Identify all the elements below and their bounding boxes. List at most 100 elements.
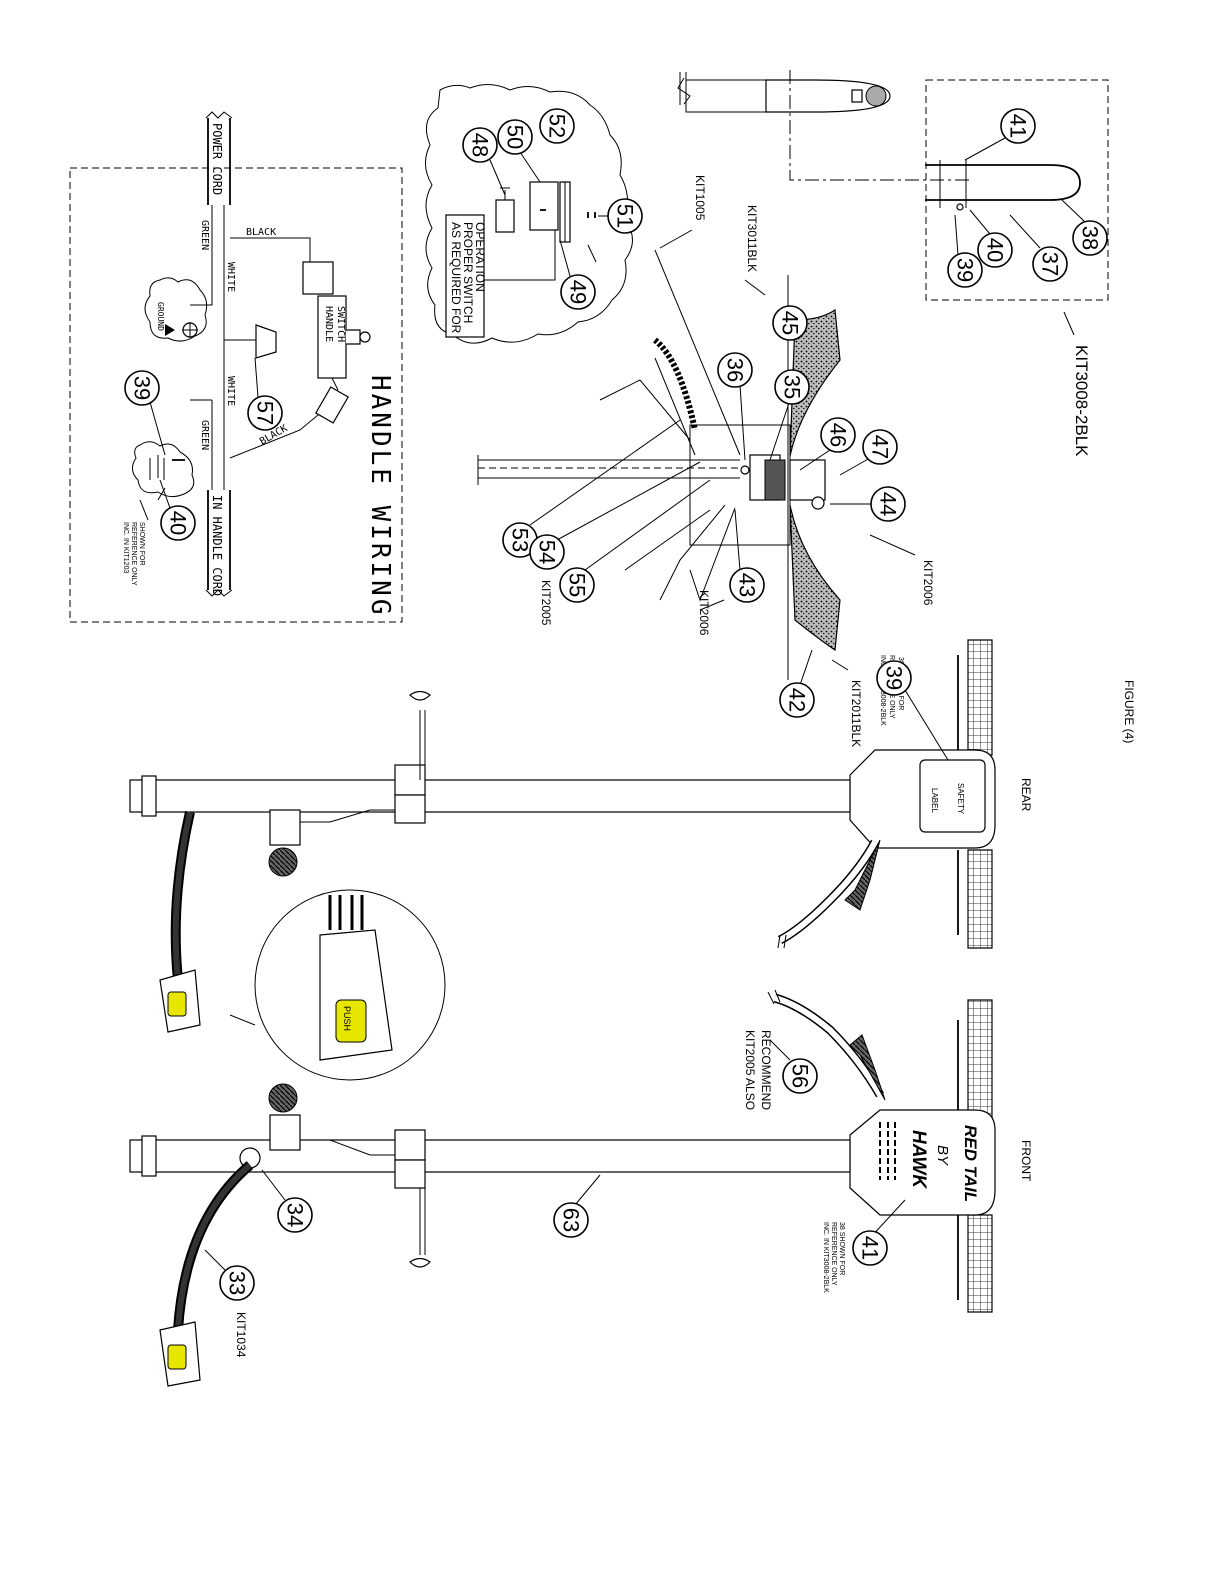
part-balloon-54: 54 (529, 461, 701, 570)
ref41-note-3: INC. IN KIT3008-2BLK (822, 1222, 829, 1293)
balloon-number: 57 (253, 401, 278, 425)
balloon-circle (1032, 246, 1068, 282)
leader-line (1061, 199, 1086, 223)
leader-line (839, 457, 871, 476)
part-balloon-41: 41 (964, 108, 1036, 161)
balloon-circle (862, 429, 898, 465)
front-view-label: FRONT (1019, 1140, 1033, 1182)
balloon-number: 56 (788, 1064, 813, 1088)
part-balloon-53: 53 (502, 419, 681, 558)
part-balloon-39: 39 (124, 370, 166, 456)
balloon-number: 39 (882, 666, 907, 690)
balloon-circle (729, 567, 765, 603)
balloon-circle (1000, 108, 1036, 144)
balloon-circle (774, 369, 810, 405)
handle-wiring-box: HANDLE WIRING POWER CORD IN HANDLE CORD … (69, 111, 403, 623)
balloon-circle (553, 1202, 589, 1238)
in-handle-cord-label: IN HANDLE CORD (210, 495, 224, 596)
balloon-number: 49 (566, 280, 591, 304)
switch-note-line-3: OPERATION (473, 222, 487, 292)
balloon-number: 42 (785, 688, 810, 712)
part-balloon-46: 46 (799, 417, 856, 471)
balloon-circle (497, 119, 533, 155)
kit2005-label-a: KIT2005 (539, 580, 553, 626)
kit3008-detail: KIT3008-2BLK (677, 70, 1109, 457)
wire-white-2: WHITE (225, 376, 236, 406)
recommend-line-1: RECOMMEND (759, 1030, 773, 1110)
balloon-circle (277, 1197, 313, 1233)
part-balloon-43: 43 (729, 509, 765, 603)
brand-line-3: HAWK (908, 1130, 929, 1189)
part-balloon-49: 49 (559, 239, 596, 310)
balloon-number: 52 (545, 114, 570, 138)
balloon-number: 63 (559, 1208, 584, 1232)
kit3008-label: KIT3008-2BLK (1072, 345, 1091, 457)
balloon-number: 55 (565, 573, 590, 597)
balloon-number: 33 (225, 1271, 250, 1295)
part-balloon-34: 34 (261, 1169, 313, 1233)
recommend-line-2: KIT2005 ALSO (743, 1030, 757, 1110)
part-balloon-35: 35 (769, 369, 810, 461)
leader-line (529, 419, 681, 526)
part-balloon-38: 38 (1061, 199, 1108, 256)
part-balloon-41: 41 (852, 1230, 888, 1266)
leader-line (734, 509, 741, 571)
balloon-number: 50 (503, 125, 528, 149)
balloon-number: 48 (468, 133, 493, 157)
wire-green-1: GREEN (199, 220, 210, 250)
balloon-number: 45 (778, 311, 803, 335)
balloon-number: 53 (508, 528, 533, 552)
balloon-circle (462, 127, 498, 163)
balloon-number: 37 (1038, 252, 1063, 276)
balloon-number: 43 (735, 573, 760, 597)
leader-line (769, 1039, 791, 1061)
balloon-circle (772, 305, 808, 341)
balloon-number: 51 (613, 204, 638, 228)
handle-assemblies: PUSH KIT1034 (129, 690, 851, 1387)
balloon-number: 34 (283, 1203, 308, 1227)
balloon-circle (977, 232, 1013, 268)
leader-line (969, 209, 991, 235)
balloon-circle (779, 682, 815, 718)
ref41-note-1: 38 SHOWN FOR (838, 1222, 845, 1275)
balloon-circle (539, 108, 575, 144)
leader-line (149, 401, 166, 456)
leader-line (739, 384, 746, 461)
leader-line (204, 1249, 226, 1271)
rear-view: SAFETY LABEL 39 SHOWN FOR REFERENCE ONLY… (777, 639, 996, 949)
balloon-circle (124, 370, 160, 406)
part-balloon-52: 52 (539, 108, 575, 144)
balloon-number: 40 (166, 511, 191, 535)
leader-line (584, 479, 711, 571)
part-balloon-39: 39 (947, 214, 983, 288)
leader-line (489, 159, 506, 196)
balloon-number: 41 (858, 1236, 883, 1260)
brand-line-1: RED TAIL (961, 1125, 980, 1202)
brand-line-2: BY (934, 1145, 951, 1166)
power-cord-label: POWER CORD (210, 123, 224, 195)
balloon-number: 54 (535, 540, 560, 564)
wire-black-1: BLACK (246, 227, 276, 238)
kit2006-label-b: KIT2006 (697, 590, 711, 636)
ref40-note-3: INC. IN KIT1203 (122, 522, 129, 573)
handle-switch-line-2: SWITCH (335, 306, 346, 342)
balloon-circle (870, 486, 906, 522)
handle-switch-line-1: HANDLE (323, 306, 334, 342)
balloon-circle (607, 198, 643, 234)
leader-line (254, 357, 259, 398)
kit2011-label: KIT2011BLK (849, 680, 863, 747)
leader-line (769, 399, 791, 461)
balloon-circle (529, 534, 565, 570)
balloon-circle (820, 417, 856, 453)
part-balloon-40: 40 (969, 209, 1013, 268)
balloon-circle (876, 660, 912, 696)
balloon-number: 35 (780, 375, 805, 399)
figure-label: FIGURE (4) (1122, 680, 1136, 743)
leader-line (799, 449, 831, 471)
safety-label-line-1: SAFETY (956, 783, 965, 815)
balloon-circle (782, 1058, 818, 1094)
part-balloon-40: 40 (159, 479, 196, 541)
